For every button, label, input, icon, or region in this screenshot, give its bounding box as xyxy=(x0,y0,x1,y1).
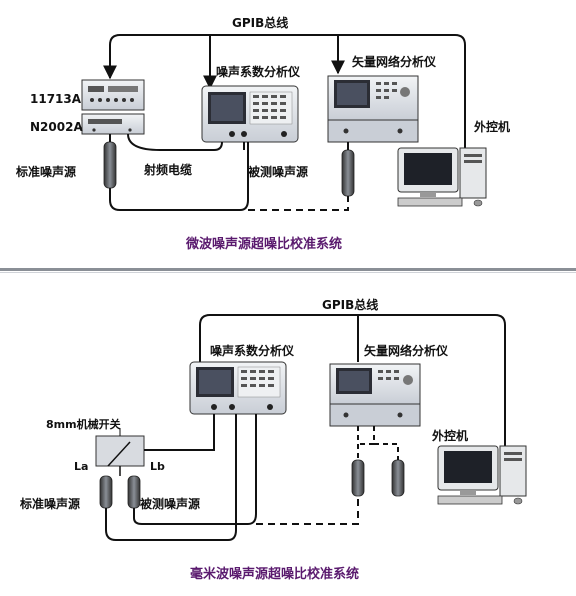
gpib-bus-line xyxy=(109,34,466,150)
switch-model-label: 11713A xyxy=(30,92,82,106)
switch-driver-11713a xyxy=(81,79,145,111)
dashed-link-1 xyxy=(256,496,359,525)
std-noise-source xyxy=(103,141,117,189)
switch-to-nfa-cable xyxy=(144,414,215,451)
noise-figure-analyzer-2 xyxy=(189,361,287,415)
controller-label-2: 外控机 xyxy=(432,428,468,443)
noise-source-n2002a xyxy=(81,113,145,135)
controller-pc-2 xyxy=(437,445,527,505)
dut-dashed-link xyxy=(248,196,349,211)
vna-noise-source-1 xyxy=(351,459,365,497)
noise-analyzer-label: 噪声系数分析仪 xyxy=(216,64,301,79)
mmwave-caption: 毫米波噪声源超噪比校准系统 xyxy=(190,566,359,582)
mmwave-diagram: GPIB总线 噪声系数分析仪 xyxy=(19,297,527,582)
dut-to-nfa-cable-2 xyxy=(133,414,257,525)
std-noise-source-label: 标准噪声源 xyxy=(15,164,76,179)
port-la-label: La xyxy=(74,460,88,473)
vna-dashed-drop-2 xyxy=(373,426,399,460)
noise-figure-analyzer xyxy=(201,85,299,143)
microwave-diagram: GPIB总线 11713A N2002A xyxy=(15,15,510,252)
std-to-nfa-cable xyxy=(109,142,249,211)
vector-network-analyzer-2 xyxy=(329,363,421,427)
gpib-label-2: GPIB总线 xyxy=(322,297,378,312)
std-noise-source-label-2: 标准噪声源 xyxy=(19,496,80,511)
rf-cable-label: 射频电缆 xyxy=(143,162,192,177)
dut-noise-source-2 xyxy=(127,475,141,509)
vna-label-2: 矢量网络分析仪 xyxy=(364,343,449,358)
section-divider xyxy=(0,268,576,271)
vector-network-analyzer xyxy=(327,75,419,143)
n2002a-label: N2002A xyxy=(30,120,83,134)
vna-label: 矢量网络分析仪 xyxy=(352,54,437,69)
controller-label: 外控机 xyxy=(474,119,510,134)
dut-noise-source-label: 被测噪声源 xyxy=(248,164,308,179)
std-to-nfa-cable-2 xyxy=(105,414,237,541)
controller-pc xyxy=(397,147,487,207)
section-divider-shadow xyxy=(0,272,576,273)
dut-noise-source xyxy=(341,149,355,197)
port-lb-label: Lb xyxy=(150,460,165,473)
vna-noise-source-2 xyxy=(391,459,405,497)
gpib-bus-line-2 xyxy=(199,314,506,448)
mechanical-switch xyxy=(95,435,145,467)
noise-analyzer-label-2: 噪声系数分析仪 xyxy=(210,343,295,358)
dut-noise-source-label-2: 被测噪声源 xyxy=(140,496,200,511)
std-noise-source-2 xyxy=(99,475,113,509)
microwave-caption: 微波噪声源超噪比校准系统 xyxy=(185,236,342,252)
gpib-label: GPIB总线 xyxy=(232,15,288,30)
rf-cable-top xyxy=(127,133,223,151)
mech-switch-label: 8mm机械开关 xyxy=(46,417,121,431)
